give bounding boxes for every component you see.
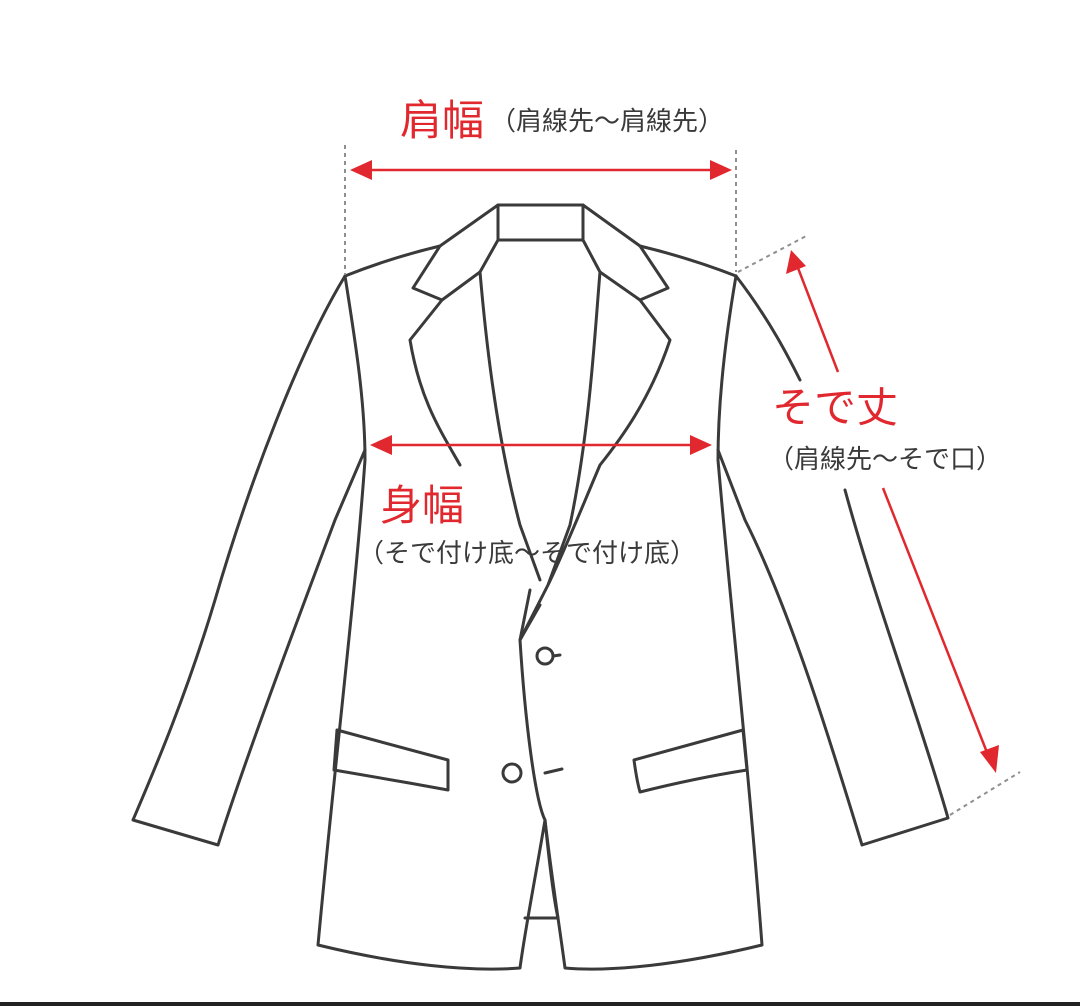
sleeve-length-arrow	[786, 250, 999, 773]
button-bottom	[501, 762, 523, 784]
button-top	[535, 646, 555, 666]
jacket-illustration	[131, 203, 950, 971]
right-pocket	[632, 728, 749, 794]
sleeve-length-label: そで丈 （肩線先～そで口）	[768, 383, 1002, 475]
gorge-notch	[518, 588, 542, 642]
right-lapel	[518, 270, 672, 642]
front-opening	[518, 638, 560, 920]
sleeve-guide-top	[737, 234, 809, 273]
sleeve-length-title: そで丈	[772, 383, 898, 432]
shoulder-width-label: 肩幅 （肩線先～肩線先）	[400, 96, 724, 145]
arrowhead-top	[786, 250, 806, 274]
buttonhole-bottom	[543, 767, 564, 775]
right-shoulder	[638, 244, 738, 278]
left-shoulder	[343, 244, 442, 278]
left-sleeve	[131, 274, 367, 847]
shoulder-width-note: （肩線先～肩線先）	[490, 107, 724, 137]
shoulder-width-arrow	[350, 160, 732, 180]
left-pocket	[332, 728, 450, 792]
body-width-label: 身幅 （そで付け底～そで付け底）	[358, 481, 696, 569]
jacket-body	[316, 274, 764, 971]
arrowhead-left	[370, 435, 392, 455]
buttonhole-top	[551, 653, 562, 658]
guide-lines	[344, 145, 1021, 816]
sleeve-guide-bottom	[949, 771, 1021, 816]
arrowhead-right	[690, 435, 712, 455]
left-lapel	[408, 270, 542, 582]
body-width-note: （そで付け底～そで付け底）	[358, 539, 696, 569]
sleeve-length-note: （肩線先～そで口）	[768, 445, 1002, 475]
body-width-title: 身幅	[380, 481, 464, 530]
right-sleeve	[716, 274, 950, 847]
arrowhead-bottom	[980, 745, 999, 773]
body-width-arrow	[370, 435, 712, 455]
collar	[411, 203, 670, 302]
shoulder-width-title: 肩幅	[400, 96, 484, 145]
arrowhead-left	[350, 160, 372, 180]
arrowhead-right	[710, 160, 732, 180]
